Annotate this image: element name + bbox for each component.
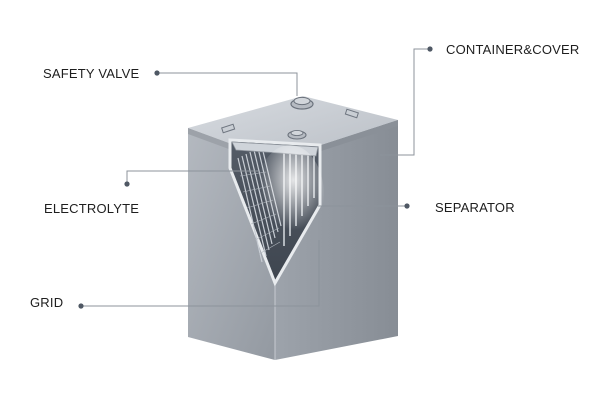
label-grid: GRID (30, 295, 64, 310)
leader-lines (81, 48, 430, 307)
dot-electrolyte (124, 181, 130, 187)
dot-container-cover (427, 46, 433, 52)
dot-separator (404, 203, 410, 209)
leader-grid (81, 240, 320, 307)
label-separator: SEPARATOR (435, 200, 515, 215)
dot-grid (78, 303, 84, 309)
leader-safety-valve (157, 72, 298, 96)
dot-safety-valve (154, 70, 160, 76)
callout-dots (78, 46, 433, 309)
safety-valve (287, 96, 314, 140)
leader-container-cover (380, 48, 430, 156)
label-container-cover: CONTAINER&COVER (446, 42, 580, 57)
label-electrolyte: ELECTROLYTE (44, 201, 140, 216)
leader-electrolyte (126, 170, 258, 184)
terminal-marks (221, 108, 359, 134)
cutaway-interior (228, 138, 324, 287)
label-safety-valve: SAFETY VALVE (43, 66, 140, 81)
